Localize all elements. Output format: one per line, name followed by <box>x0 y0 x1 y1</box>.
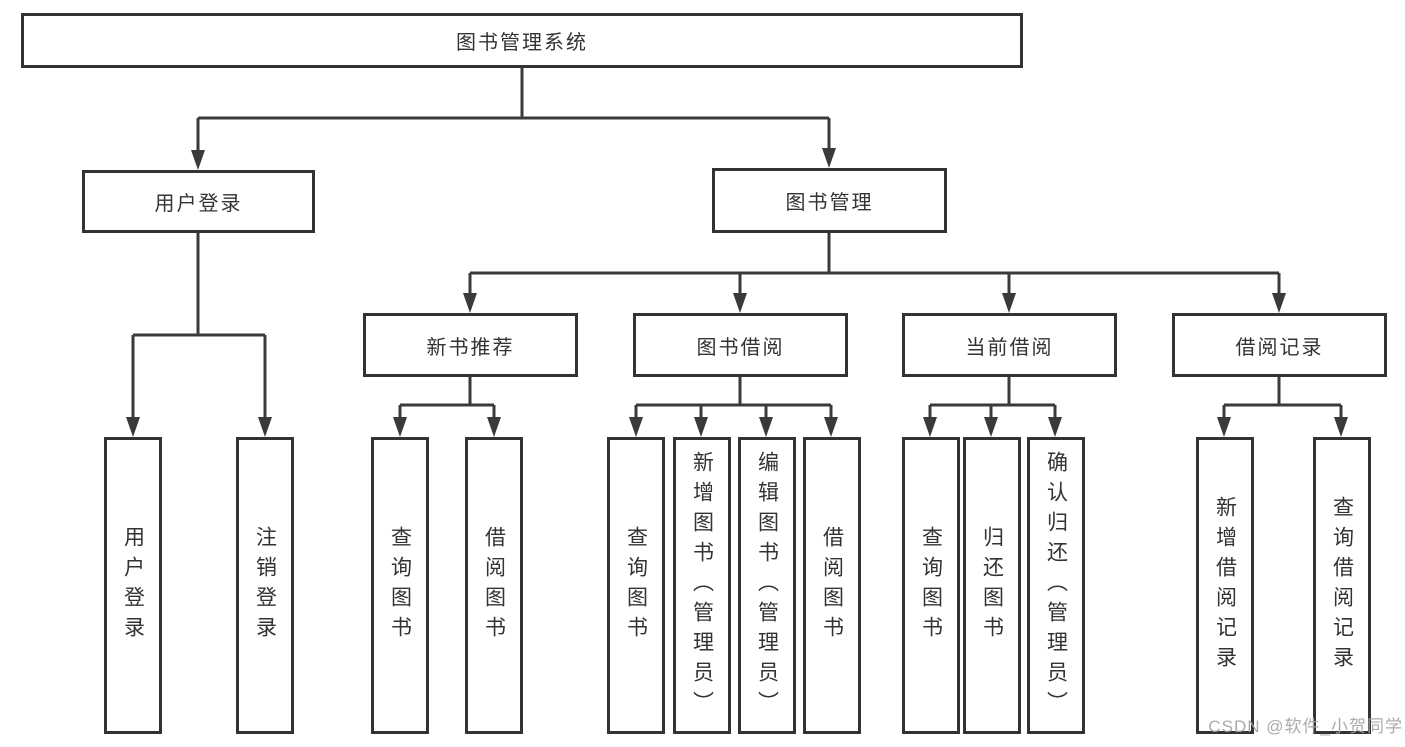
connector-book-management-children <box>463 233 1286 313</box>
arrowhead-icon <box>258 417 272 437</box>
leaf-records-add-record: 新增借阅记录 <box>1196 437 1254 734</box>
leaf-borrow-borrow-books: 借阅图书 <box>803 437 861 734</box>
leaf-borrow-query-books: 查询图书 <box>607 437 665 734</box>
arrowhead-icon <box>984 417 998 437</box>
arrowhead-icon <box>191 150 205 170</box>
leaf-user-login: 用户登录 <box>104 437 162 734</box>
arrowhead-icon <box>1002 293 1016 313</box>
connector-new-book-recommend-children <box>393 377 501 437</box>
arrowhead-icon <box>393 417 407 437</box>
connector-borrow-records-children <box>1217 377 1348 437</box>
arrowhead-icon <box>759 417 773 437</box>
arrowhead-icon <box>463 293 477 313</box>
leaf-recommend-query-books: 查询图书 <box>371 437 429 734</box>
node-book-borrow: 图书借阅 <box>633 313 848 377</box>
arrowhead-icon <box>1048 417 1062 437</box>
leaf-recommend-borrow-books: 借阅图书 <box>465 437 523 734</box>
node-root-library-system: 图书管理系统 <box>21 13 1023 68</box>
connector-book-borrow-children <box>629 377 838 437</box>
leaf-logout-login: 注销登录 <box>236 437 294 734</box>
node-new-book-recommend: 新书推荐 <box>363 313 578 377</box>
arrowhead-icon <box>487 417 501 437</box>
node-current-borrow: 当前借阅 <box>902 313 1117 377</box>
leaf-borrow-edit-books-admin: 编辑图书（管理员） <box>738 437 796 734</box>
arrowhead-icon <box>1272 293 1286 313</box>
arrowhead-icon <box>822 148 836 168</box>
leaf-current-return-books: 归还图书 <box>963 437 1021 734</box>
node-borrow-records: 借阅记录 <box>1172 313 1387 377</box>
arrowhead-icon <box>694 417 708 437</box>
arrowhead-icon <box>1334 417 1348 437</box>
arrowhead-icon <box>824 417 838 437</box>
csdn-watermark: CSDN @软件_小贺同学 <box>1208 717 1403 736</box>
connector-user-login-children <box>126 233 272 437</box>
arrowhead-icon <box>1217 417 1231 437</box>
leaf-current-confirm-return-admin: 确认归还（管理员） <box>1027 437 1085 734</box>
node-user-login: 用户登录 <box>82 170 315 233</box>
leaf-current-query-books: 查询图书 <box>902 437 960 734</box>
arrowhead-icon <box>923 417 937 437</box>
leaf-records-query-record: 查询借阅记录 <box>1313 437 1371 734</box>
node-book-management: 图书管理 <box>712 168 947 233</box>
leaf-borrow-add-books-admin: 新增图书（管理员） <box>673 437 731 734</box>
connector-root-to-level2 <box>191 68 836 170</box>
arrowhead-icon <box>629 417 643 437</box>
arrowhead-icon <box>733 293 747 313</box>
arrowhead-icon <box>126 417 140 437</box>
connector-current-borrow-children <box>923 377 1062 437</box>
